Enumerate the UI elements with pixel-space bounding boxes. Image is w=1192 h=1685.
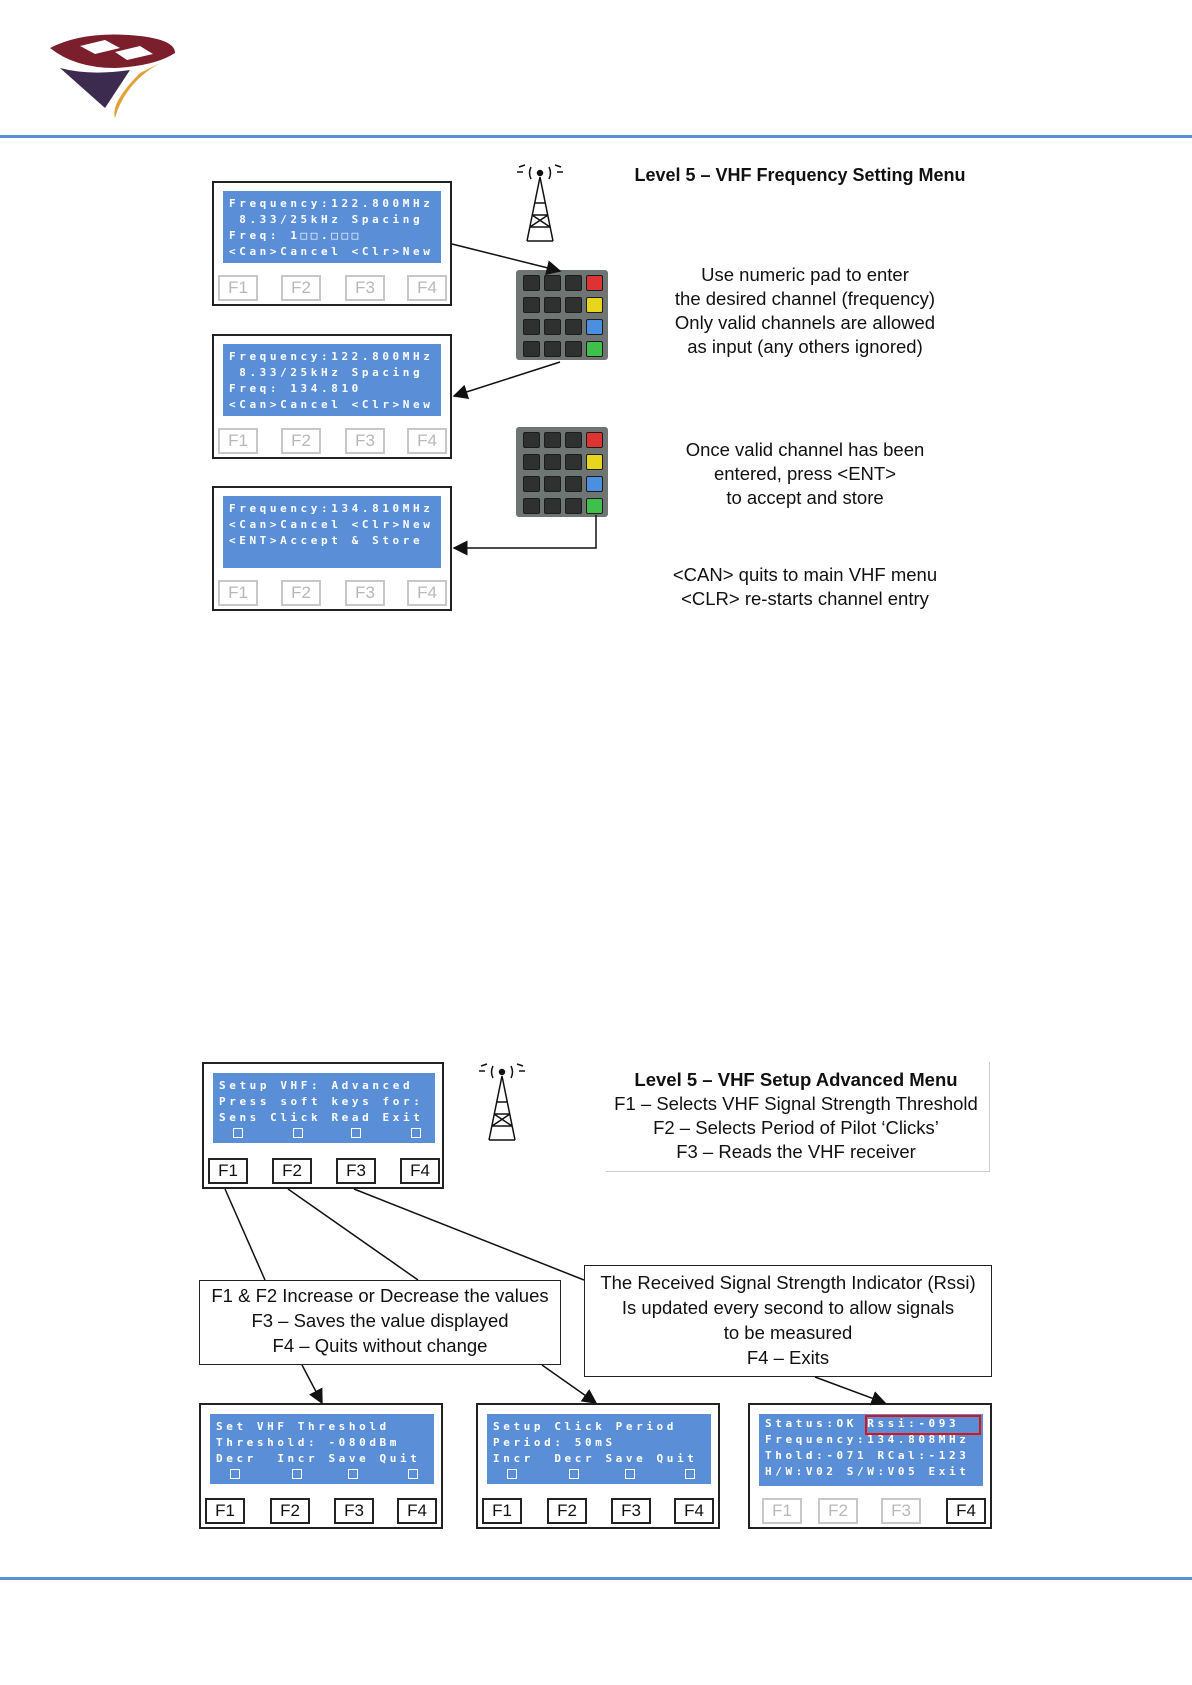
f4-key[interactable]: F4 <box>400 1158 440 1184</box>
lcd-screen-threshold: Set VHF Threshold Threshold: -080dBm Dec… <box>199 1403 443 1529</box>
f4-key[interactable]: F4 <box>407 428 447 454</box>
f1-key[interactable]: F1 <box>762 1498 802 1524</box>
lcd-line: <ENT>Accept & Store <box>229 534 424 547</box>
lcd-line: Threshold: -080dBm <box>216 1436 401 1449</box>
f4-key[interactable]: F4 <box>674 1498 714 1524</box>
lcd-line: Setup Click Period <box>493 1420 678 1433</box>
f2-key[interactable]: F2 <box>818 1498 858 1524</box>
lcd-line: <Can>Cancel <Clr>New <box>229 518 434 531</box>
lcd-line: Decr Incr Save Quit <box>216 1452 421 1465</box>
lcd-line: Frequency:122.800MHz <box>229 197 434 210</box>
section2-title-box <box>606 1062 990 1172</box>
lcd-line: Thold:-071 RCal:-123 <box>765 1449 970 1462</box>
f3-key[interactable]: F3 <box>336 1158 376 1184</box>
lcd-line: Incr Decr Save Quit <box>493 1452 698 1465</box>
f2-key[interactable]: F2 <box>547 1498 587 1524</box>
f1-key[interactable]: F1 <box>218 428 258 454</box>
f2-key[interactable]: F2 <box>272 1158 312 1184</box>
lcd-line: Freq: 134.810 <box>229 382 362 395</box>
lcd-line: <Can>Cancel <Clr>New <box>229 398 434 411</box>
rssi-highlight <box>865 1415 981 1435</box>
lcd-line: <Can>Cancel <Clr>New <box>229 245 434 258</box>
lcd-line: Frequency:134.808MHz <box>765 1433 970 1446</box>
f4-key[interactable]: F4 <box>397 1498 437 1524</box>
f4-key[interactable]: F4 <box>407 275 447 301</box>
lcd-line: Frequency:122.800MHz <box>229 350 434 363</box>
callout-rssi <box>584 1265 992 1377</box>
section2-title-text: Level 5 – VHF Setup Advanced Menu F1 – S… <box>614 1069 978 1162</box>
f2-key[interactable]: F2 <box>281 580 321 606</box>
numeric-keypad-image <box>516 427 608 517</box>
callout-f1-f2 <box>199 1280 561 1365</box>
header-rule <box>0 135 1192 138</box>
lcd-screen-advanced: Setup VHF: Advanced Press soft keys for:… <box>202 1062 444 1189</box>
f4-key[interactable]: F4 <box>946 1498 986 1524</box>
f1-key[interactable]: F1 <box>208 1158 248 1184</box>
footer-rule <box>0 1577 1192 1580</box>
f3-key[interactable]: F3 <box>345 428 385 454</box>
f3-key[interactable]: F3 <box>345 275 385 301</box>
f1-key[interactable]: F1 <box>205 1498 245 1524</box>
f2-key[interactable]: F2 <box>281 428 321 454</box>
lcd-line: Set VHF Threshold <box>216 1420 390 1433</box>
f2-key[interactable]: F2 <box>270 1498 310 1524</box>
callout-rssi-text: The Received Signal Strength Indicator (… <box>600 1272 976 1368</box>
f1-key[interactable]: F1 <box>218 275 258 301</box>
lcd-line: Frequency:134.810MHz <box>229 502 434 515</box>
lcd-line: Period: 50mS <box>493 1436 616 1449</box>
radio-tower-icon <box>479 1063 525 1141</box>
lcd-screen-3: Frequency:134.810MHz <Can>Cancel <Clr>Ne… <box>212 486 452 611</box>
lcd-line: 8.33/25kHz Spacing <box>229 213 424 226</box>
lcd-line: Press soft keys for: <box>219 1095 424 1108</box>
f2-key[interactable]: F2 <box>281 275 321 301</box>
company-logo <box>50 34 175 118</box>
f3-key[interactable]: F3 <box>334 1498 374 1524</box>
lcd-line: Sens Click Read Exit <box>219 1111 424 1124</box>
lcd-line: Status:OK Rssi:-093 <box>765 1417 960 1430</box>
f1-key[interactable]: F1 <box>482 1498 522 1524</box>
numeric-keypad-image <box>516 270 608 360</box>
f4-key[interactable]: F4 <box>407 580 447 606</box>
radio-tower-icon <box>517 164 563 242</box>
lcd-line: Setup VHF: Advanced <box>219 1079 414 1092</box>
f3-key[interactable]: F3 <box>881 1498 921 1524</box>
f1-key[interactable]: F1 <box>218 580 258 606</box>
f3-key[interactable]: F3 <box>345 580 385 606</box>
lcd-line: 8.33/25kHz Spacing <box>229 366 424 379</box>
lcd-line: H/W:V02 S/W:V05 Exit <box>765 1465 970 1478</box>
section1-title: Level 5 – VHF Frequency Setting Menu <box>634 165 966 185</box>
lcd-line: Freq: 1□□.□□□ <box>229 229 362 242</box>
lcd-screen-2: Frequency:122.800MHz 8.33/25kHz Spacing … <box>212 334 452 459</box>
f3-key[interactable]: F3 <box>611 1498 651 1524</box>
lcd-screen-click-period: Setup Click Period Period: 50mS Incr Dec… <box>476 1403 720 1529</box>
lcd-screen-1: Frequency:122.800MHz 8.33/25kHz Spacing … <box>212 181 452 306</box>
description-can-clr: <CAN> quits to main VHF menu<CLR> re-sta… <box>672 564 938 609</box>
